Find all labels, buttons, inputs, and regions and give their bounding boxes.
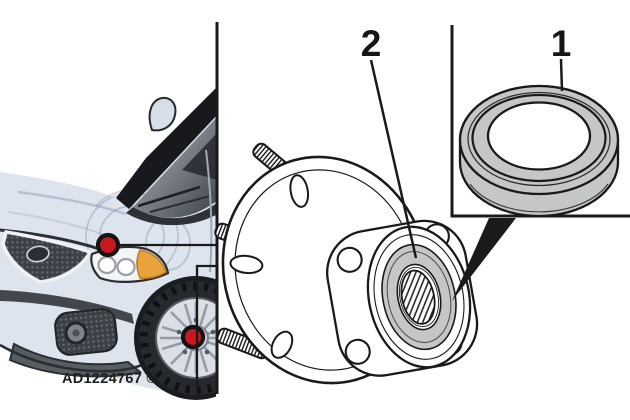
callout-2-leader-line bbox=[369, 59, 418, 259]
headlight-projector-2 bbox=[116, 257, 136, 277]
reference-code: AD1224767 © bbox=[62, 371, 157, 387]
flange-slot-left bbox=[229, 254, 264, 275]
ring-side-line bbox=[469, 183, 609, 213]
bumper-bottom-outline bbox=[0, 343, 153, 373]
wiper-blade2 bbox=[149, 195, 211, 213]
location-dot-wheel-hub bbox=[180, 324, 206, 350]
flange-slot-top bbox=[289, 174, 310, 208]
location-dot-headlight bbox=[95, 232, 121, 258]
bumper-skid-plate bbox=[8, 342, 143, 378]
fog-lamp-center bbox=[72, 329, 80, 337]
housing-bolt-hole-1 bbox=[336, 246, 363, 273]
callout-2-label: 2 bbox=[361, 23, 382, 64]
windshield-glass bbox=[133, 118, 216, 218]
car-panel bbox=[0, 88, 216, 400]
hub-assembly bbox=[214, 142, 479, 385]
ring-bore bbox=[486, 101, 592, 171]
abs-tone-ring bbox=[458, 84, 620, 218]
wheel-inset-box bbox=[195, 264, 216, 393]
side-mirror bbox=[148, 96, 177, 132]
headlight-projector-1 bbox=[97, 255, 117, 275]
callout-1-leader-line bbox=[559, 58, 564, 92]
wiper-blade bbox=[137, 185, 201, 208]
cowl-panel bbox=[126, 203, 216, 226]
door-edge-line bbox=[205, 149, 213, 273]
hood-crease-line bbox=[17, 190, 127, 216]
bearing-boss bbox=[366, 225, 472, 369]
bumper-upper-lip bbox=[0, 290, 134, 324]
flange-slot-lower-left bbox=[270, 330, 294, 359]
pointer-triangle bbox=[452, 218, 516, 301]
a-pillar bbox=[116, 88, 216, 209]
splined-bore bbox=[400, 269, 436, 325]
kia-badge bbox=[26, 245, 50, 263]
turn-signal-amber bbox=[136, 249, 167, 279]
housing-bolt-hole-3 bbox=[344, 338, 371, 365]
callout-1-label: 1 bbox=[551, 23, 572, 64]
part-box-outline bbox=[450, 25, 630, 218]
